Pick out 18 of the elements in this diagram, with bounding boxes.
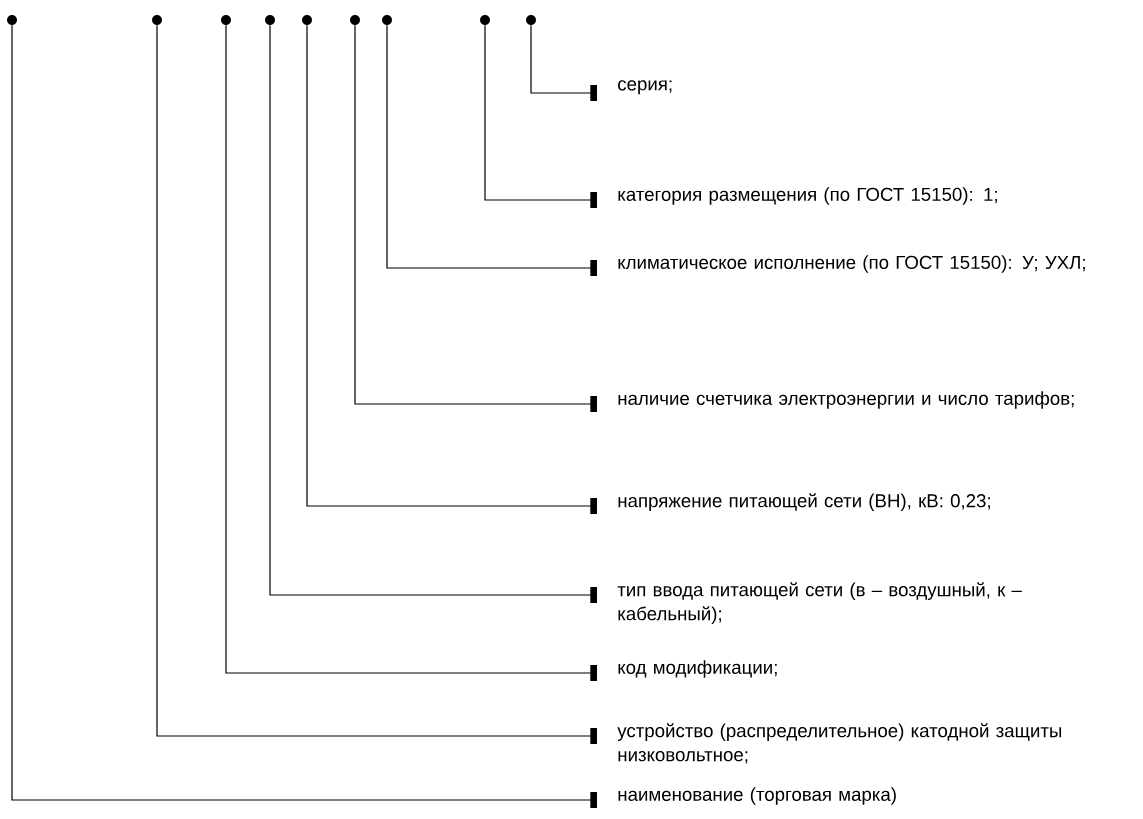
leader-line <box>156 24 597 744</box>
leader-line <box>269 24 597 603</box>
leader-line <box>11 24 597 808</box>
leader-line <box>225 24 597 681</box>
description-text: климатическое исполнение (по ГОСТ 15150): У; УХЛ; <box>618 255 1085 273</box>
description-text: код модификации; <box>618 660 777 678</box>
description-text: напряжение питающей сети (ВН), кВ: 0,23; <box>618 493 990 511</box>
description-text: категория размещения (по ГОСТ 15150): 1; <box>618 187 997 205</box>
leader-line <box>530 24 597 101</box>
leader-line <box>386 24 597 276</box>
leader-line <box>306 24 597 514</box>
description-text: наименование (торговая марка) <box>618 787 896 805</box>
leader-line <box>484 24 597 208</box>
description-text: серия; <box>618 80 672 95</box>
description-text: наличие счетчика электроэнергии и число тарифов; <box>618 391 1074 409</box>
leader-line <box>354 24 597 412</box>
description-text: тип ввода питающей сети (в – воздушный, к – кабельный); <box>617 582 1022 624</box>
description-text: устройство (распределительное) катодной защиты низковольтное; <box>617 723 1062 764</box>
